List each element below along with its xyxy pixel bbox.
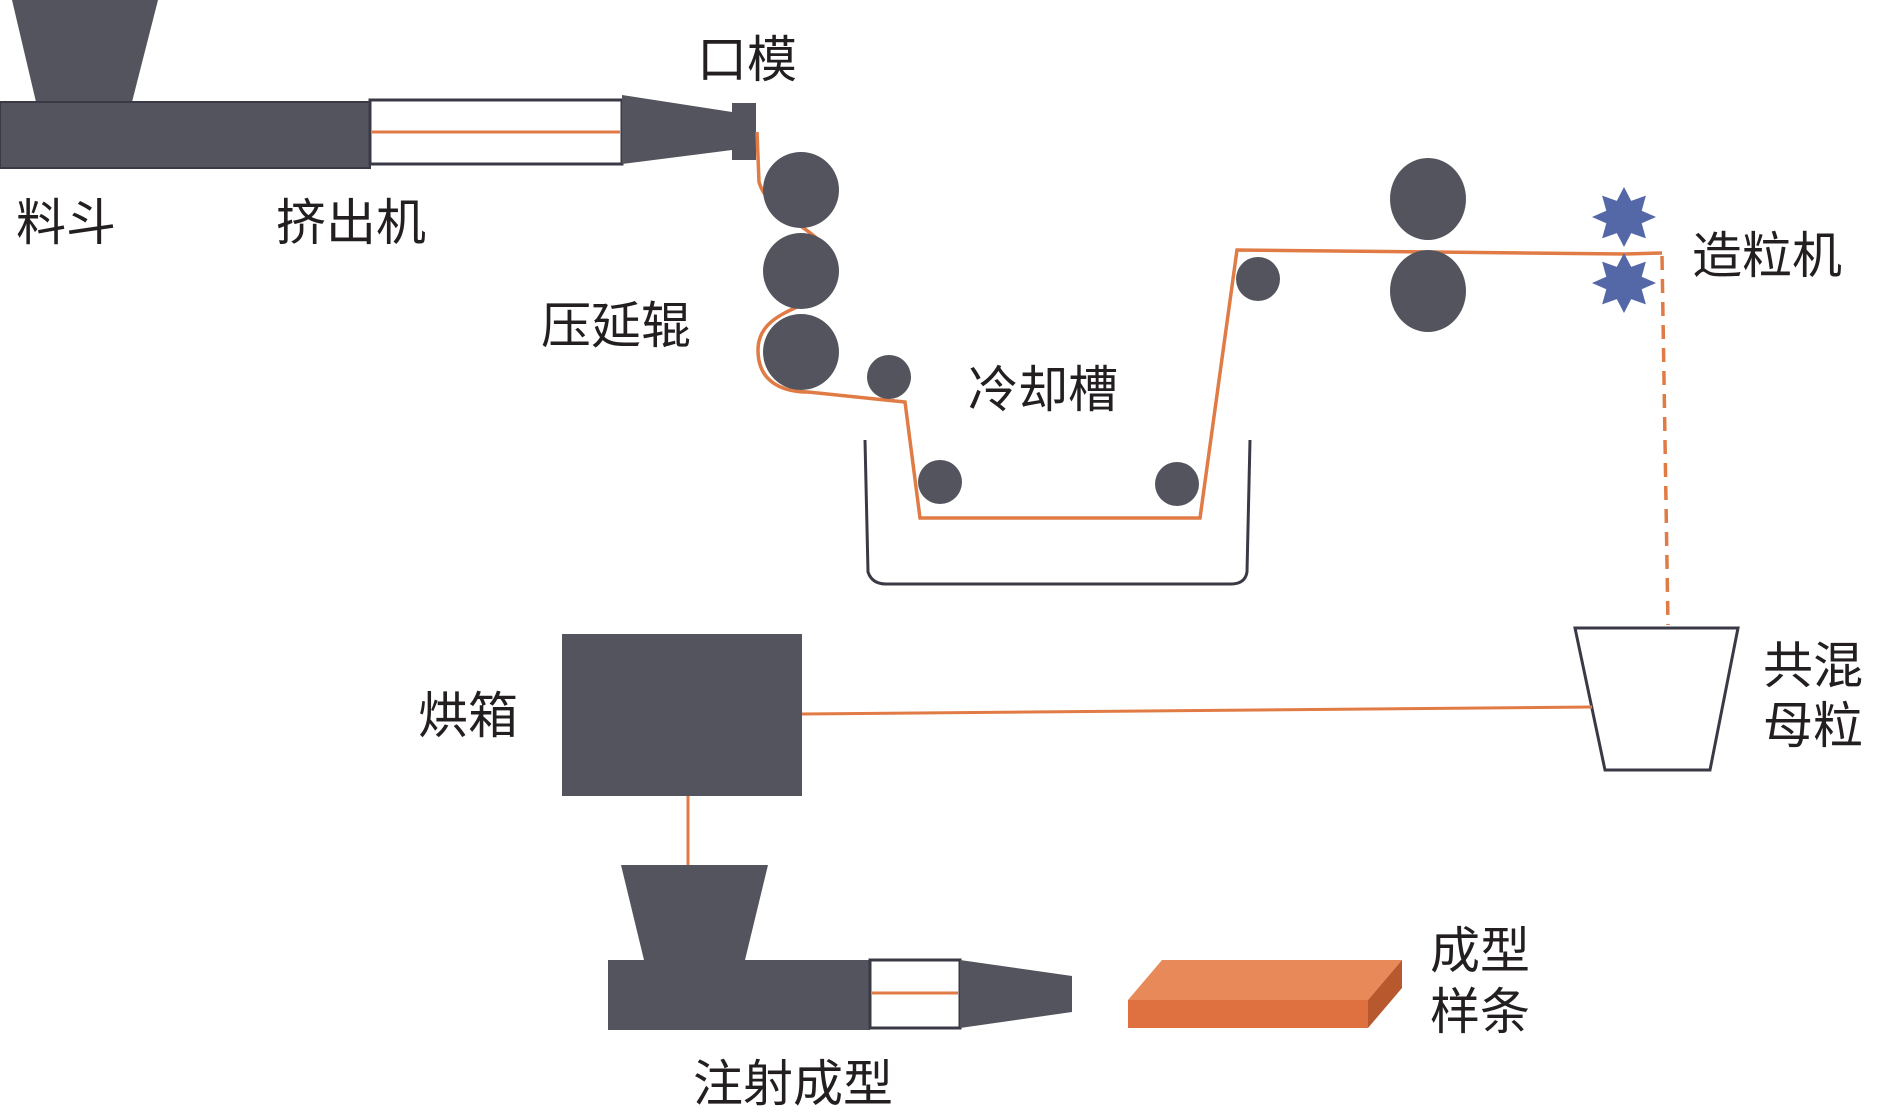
label-die: 口模 xyxy=(697,31,797,89)
pellet-drop-dashed xyxy=(1660,255,1670,626)
hopper-top xyxy=(12,0,158,102)
die-block xyxy=(732,103,756,160)
cooling-tank xyxy=(863,439,1252,586)
haul-off-roll-bottom xyxy=(1390,250,1466,332)
label-injection-molding: 注射成型 xyxy=(693,1055,893,1113)
label-pelletizer: 造粒机 xyxy=(1692,227,1842,285)
connector-masterbatch-to-oven xyxy=(801,705,1593,716)
label-molded-specimen-line2: 样条 xyxy=(1430,983,1530,1041)
pelletizer-cutter-bottom xyxy=(1592,253,1656,313)
calender-roll-2 xyxy=(763,233,839,309)
extruder-nozzle-cone xyxy=(622,95,732,164)
label-molded-specimen-line1: 成型 xyxy=(1430,922,1530,980)
label-oven: 烘箱 xyxy=(418,687,518,745)
label-calender-rolls: 压延辊 xyxy=(541,297,691,355)
calender-roll-1 xyxy=(763,152,839,228)
haul-off-roll-top xyxy=(1390,158,1466,240)
injection-barrel xyxy=(608,960,870,1030)
label-cooling-tank: 冷却槽 xyxy=(968,361,1118,419)
label-hopper: 料斗 xyxy=(16,194,116,252)
oven-box xyxy=(562,634,802,796)
pelletizer-cutter-top xyxy=(1592,187,1656,247)
injection-hopper xyxy=(621,865,768,960)
label-blend-masterbatch-line1: 共混 xyxy=(1763,637,1863,695)
tank-roll-right xyxy=(1155,462,1199,506)
specimen-front-face xyxy=(1128,1000,1368,1028)
specimen-side-face xyxy=(1368,960,1402,1028)
guide-roll-2 xyxy=(1236,257,1280,301)
extruder-barrel xyxy=(0,101,371,169)
label-extruder: 挤出机 xyxy=(276,194,426,252)
melt-sheet-path xyxy=(755,131,1663,520)
guide-roll-1 xyxy=(867,355,911,399)
tank-roll-left xyxy=(918,460,962,504)
masterbatch-container xyxy=(1573,626,1740,772)
injection-nozzle-cone xyxy=(960,960,1072,1028)
calender-roll-3 xyxy=(763,314,839,390)
label-blend-masterbatch-line2: 母粒 xyxy=(1763,697,1863,755)
specimen-top-face xyxy=(1128,960,1402,1000)
